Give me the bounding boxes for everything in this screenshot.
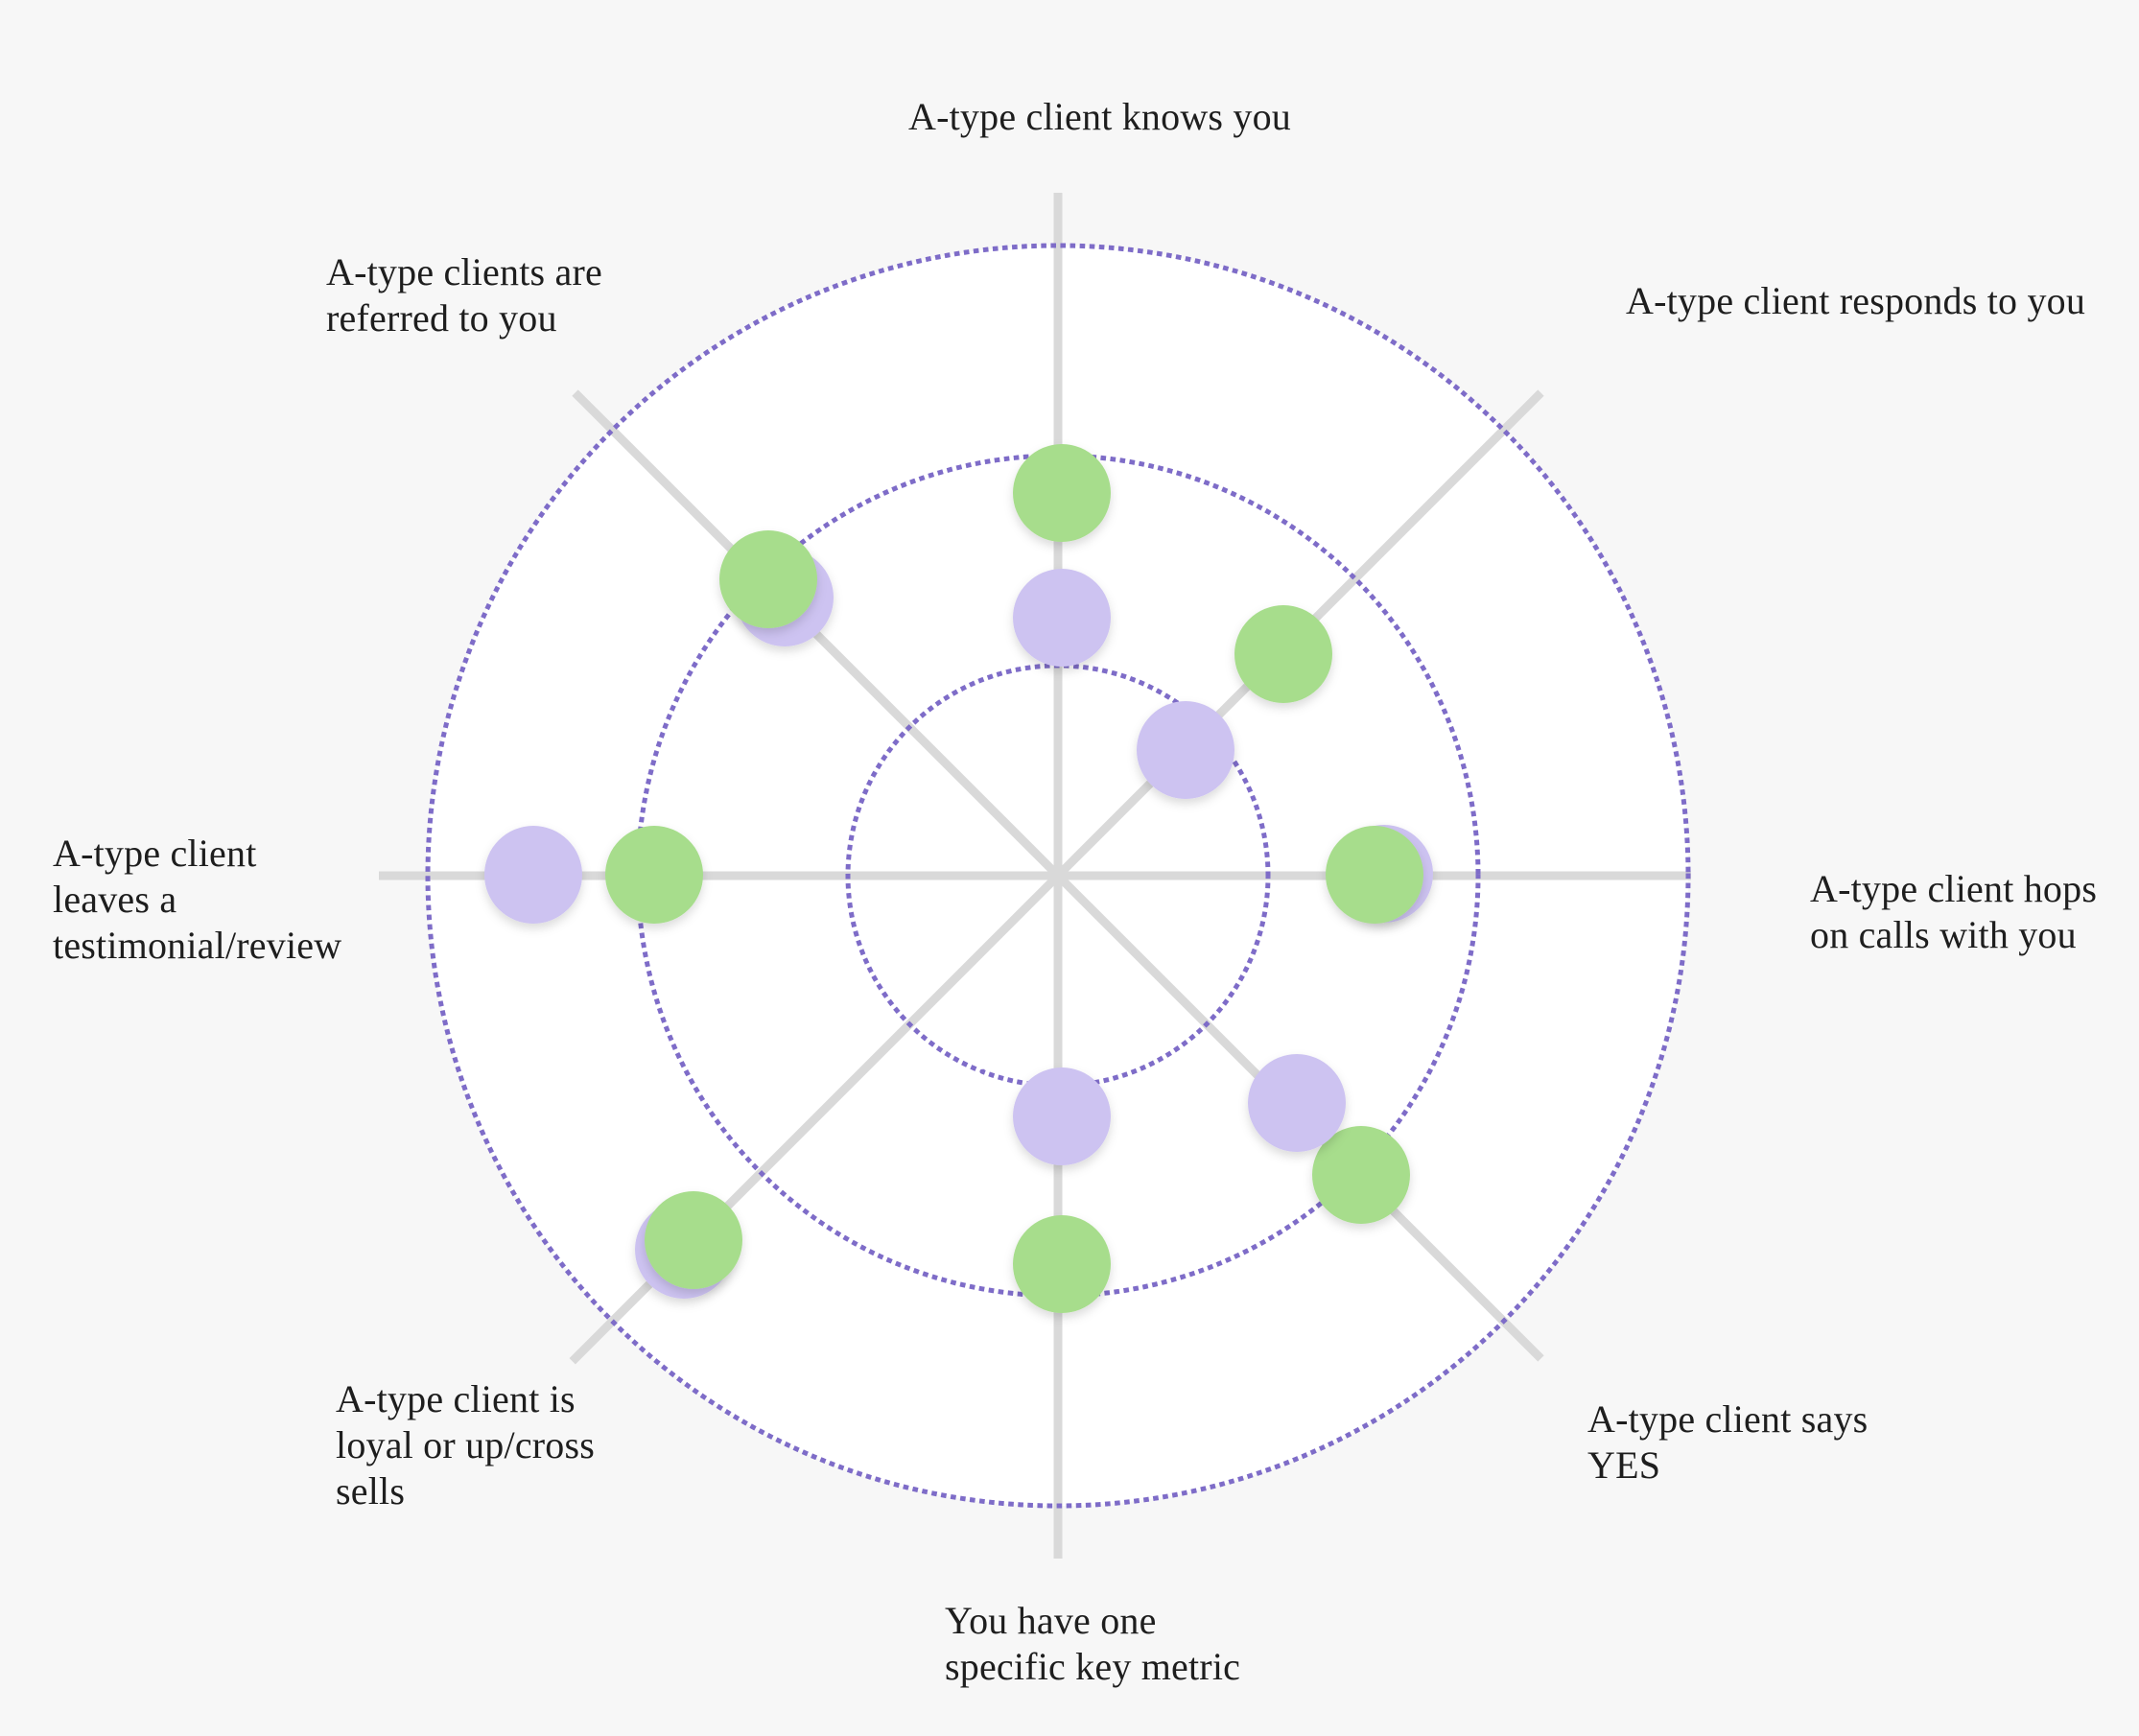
purple-dot-left	[484, 826, 582, 924]
purple-dot-bottom	[1013, 1067, 1111, 1165]
green-dot-top_left	[719, 530, 817, 628]
purple-dot-bottom_right	[1248, 1054, 1346, 1152]
axis-label-bottom-left: A-type client is loyal or up/cross sells	[336, 1376, 595, 1514]
axis-label-bottom: You have one specific key metric	[945, 1598, 1240, 1690]
green-dot-right	[1326, 826, 1423, 924]
axis-label-line: referred to you	[326, 296, 557, 340]
axis-label-line: sells	[336, 1469, 406, 1513]
purple-dot-top_right	[1137, 701, 1234, 799]
axis-label-line: on calls with you	[1810, 913, 2077, 956]
axis-label-line: A-type client knows you	[908, 95, 1291, 138]
green-dot-bottom_left	[645, 1191, 742, 1289]
axis-label-line: A-type client says	[1587, 1397, 1869, 1441]
green-dot-bottom	[1013, 1215, 1111, 1313]
axis-label-line: A-type client responds to you	[1626, 279, 2086, 322]
axis-label-line: loyal or up/cross	[336, 1423, 596, 1466]
axis-label-top: A-type client knows you	[908, 94, 1291, 140]
axis-label-line: leaves a	[53, 878, 177, 921]
axis-label-line: A-type client	[53, 832, 257, 875]
axis-label-top-right: A-type client responds to you	[1626, 278, 2085, 324]
axis-label-line: A-type clients are	[326, 250, 602, 293]
axis-label-right: A-type client hops on calls with you	[1810, 866, 2097, 958]
green-dot-bottom_right	[1312, 1126, 1410, 1224]
purple-dot-top	[1013, 569, 1111, 667]
green-dot-top	[1013, 444, 1111, 542]
dotted-ring-3	[425, 243, 1691, 1509]
axis-label-line: specific key metric	[945, 1645, 1241, 1688]
green-dot-top_right	[1234, 605, 1332, 703]
axis-label-top-left: A-type clients are referred to you	[326, 249, 602, 341]
axis-label-line: testimonial/review	[53, 924, 342, 967]
axis-label-line: A-type client is	[336, 1377, 576, 1420]
axis-label-line: You have one	[945, 1599, 1157, 1642]
axis-label-left: A-type client leaves a testimonial/revie…	[53, 831, 341, 969]
axis-label-bottom-right: A-type client says YES	[1587, 1396, 1868, 1489]
axis-label-line: YES	[1587, 1443, 1661, 1487]
green-dot-left	[605, 826, 703, 924]
axis-label-line: A-type client hops	[1810, 867, 2098, 910]
